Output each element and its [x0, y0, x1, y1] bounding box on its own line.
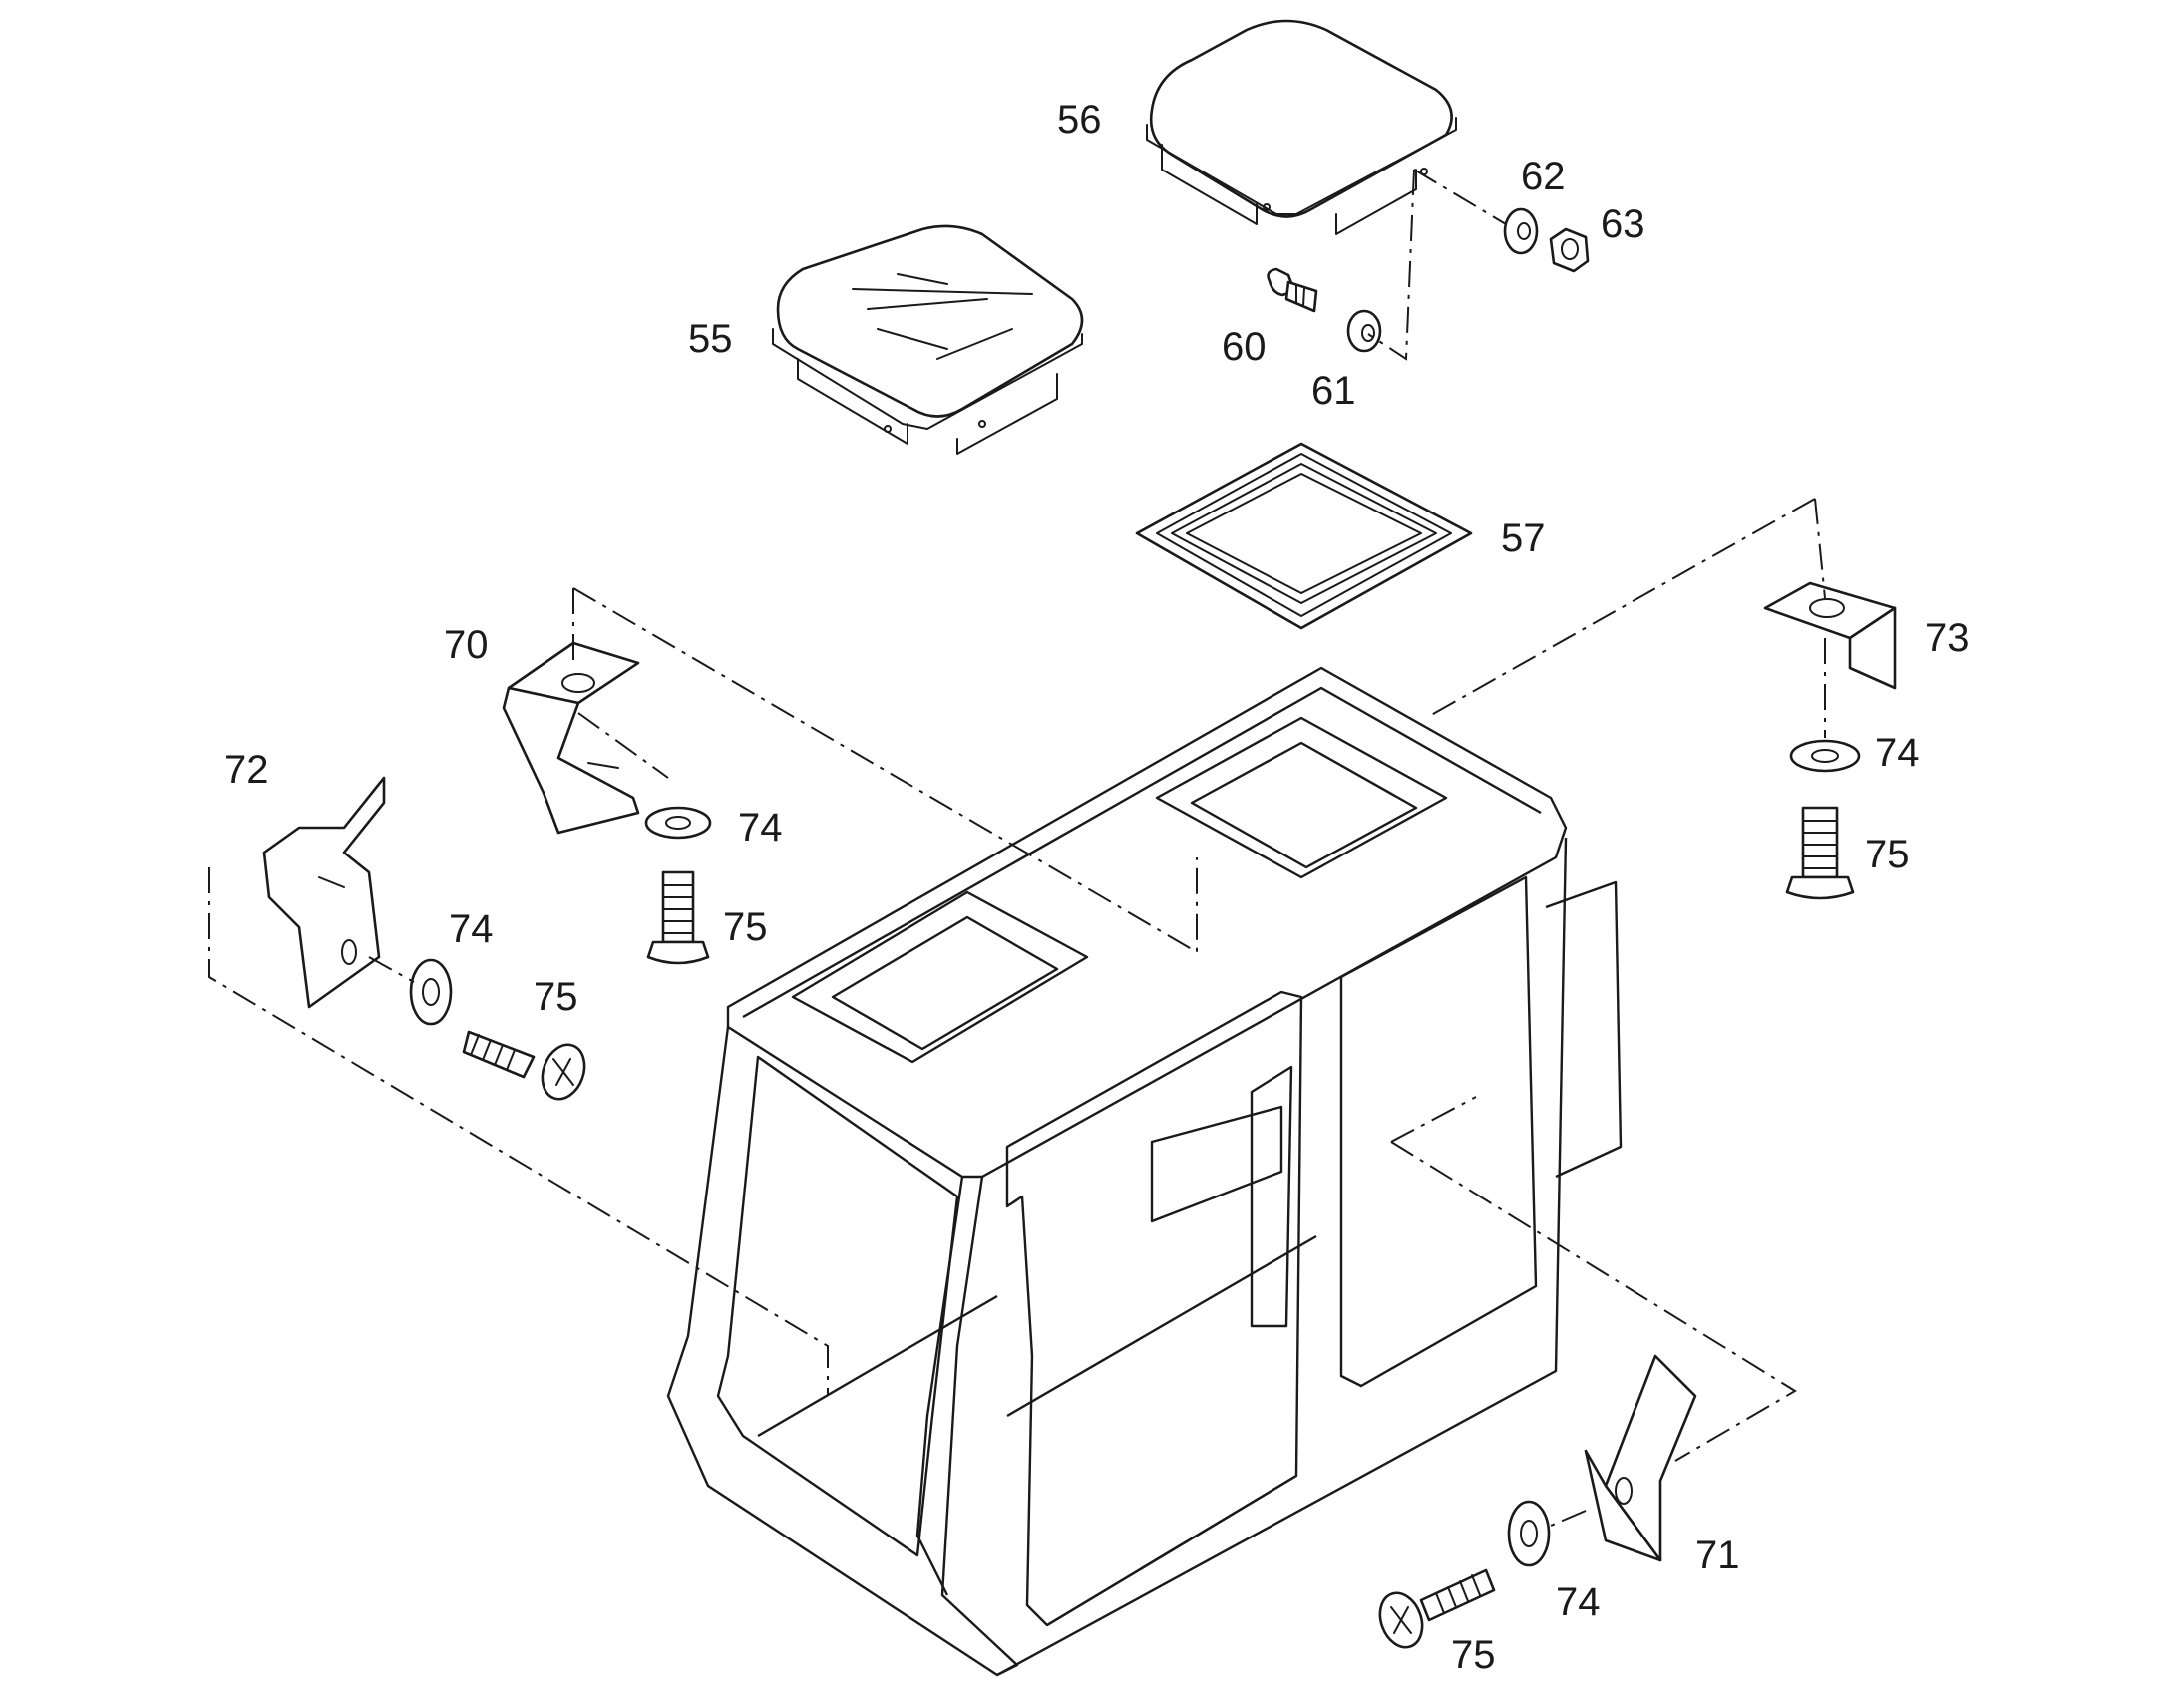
label-62: 62: [1521, 155, 1566, 198]
label-70: 70: [444, 623, 489, 667]
part-74-washer-right: [1789, 739, 1861, 773]
label-55: 55: [688, 317, 733, 361]
label-60: 60: [1222, 325, 1267, 369]
part-74-washer-mid: [644, 806, 712, 840]
label-74-bottom: 74: [1556, 1580, 1601, 1624]
part-74-washer-left: [409, 958, 453, 1026]
label-63: 63: [1601, 202, 1645, 246]
part-63-nut: [1549, 227, 1590, 273]
label-75-bottom: 75: [1451, 1633, 1496, 1677]
label-74-right: 74: [1875, 731, 1920, 775]
part-labels: 56 55 57 60 61 62 63 70 72 73 74 75 74 7…: [224, 98, 1970, 1677]
label-73: 73: [1925, 616, 1970, 660]
label-57: 57: [1501, 516, 1546, 560]
cab-frame: [666, 666, 1623, 1677]
label-72: 72: [224, 748, 269, 792]
label-61: 61: [1311, 369, 1356, 413]
part-70-bracket: [502, 641, 640, 835]
label-56: 56: [1057, 98, 1102, 142]
part-60-bolt: [1267, 267, 1318, 313]
part-75-screw-left: [462, 1030, 586, 1101]
leader-lines: [208, 169, 1826, 1527]
part-72-bracket: [262, 776, 386, 1009]
part-73-angle-bracket: [1763, 581, 1897, 690]
part-57-gasket: [1135, 442, 1473, 630]
part-75-screw-mid: [646, 870, 710, 965]
part-55-glass-hatch: [772, 224, 1084, 455]
label-74-mid: 74: [738, 806, 783, 850]
part-62-washer: [1503, 207, 1539, 255]
label-74-left: 74: [449, 907, 494, 951]
part-56-roof-hatch: [1146, 19, 1457, 235]
label-75-left: 75: [534, 975, 578, 1019]
label-75-mid: 75: [723, 905, 768, 949]
part-61-washer: [1346, 309, 1382, 353]
part-74-washer-bottom: [1507, 1500, 1551, 1567]
part-75-screw-bottom: [1378, 1568, 1496, 1649]
label-75-right: 75: [1865, 833, 1910, 876]
label-71: 71: [1695, 1534, 1740, 1577]
part-75-screw-right: [1785, 806, 1855, 900]
part-71-angle-bracket: [1584, 1354, 1697, 1562]
